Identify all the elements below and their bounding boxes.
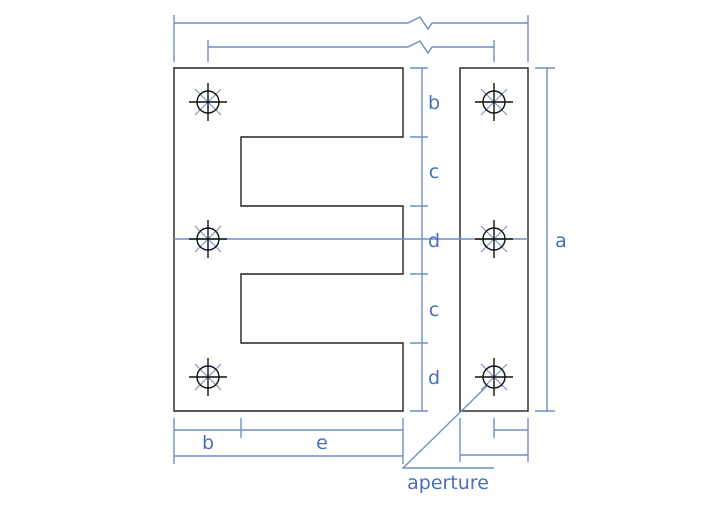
label-b-top: b bbox=[428, 92, 440, 114]
bottom-width-dimensions bbox=[173, 418, 404, 464]
label-c-upper: c bbox=[429, 161, 439, 183]
mounting-hole-icon bbox=[189, 358, 227, 396]
label-aperture: aperture bbox=[407, 472, 489, 494]
height-a-dimension bbox=[535, 67, 555, 412]
overall-width-dimension bbox=[173, 15, 529, 62]
label-d-bottom: d bbox=[428, 367, 440, 389]
label-a: a bbox=[555, 230, 567, 252]
mounting-hole-icon bbox=[189, 83, 227, 121]
label-c-lower: c bbox=[429, 299, 439, 321]
hole-spacing-dimension bbox=[207, 40, 495, 62]
label-b-bottom: b bbox=[202, 432, 214, 454]
aperture-leader bbox=[401, 385, 494, 469]
mounting-hole-icon bbox=[475, 358, 513, 396]
mounting-hole-icon bbox=[189, 220, 227, 258]
label-d-middle: d bbox=[428, 230, 440, 252]
i-width-dimensions bbox=[459, 418, 529, 462]
label-e: e bbox=[316, 432, 328, 454]
leg-height-dimensions bbox=[410, 67, 428, 412]
mounting-hole-icon bbox=[475, 83, 513, 121]
mounting-hole-icon bbox=[475, 220, 513, 258]
